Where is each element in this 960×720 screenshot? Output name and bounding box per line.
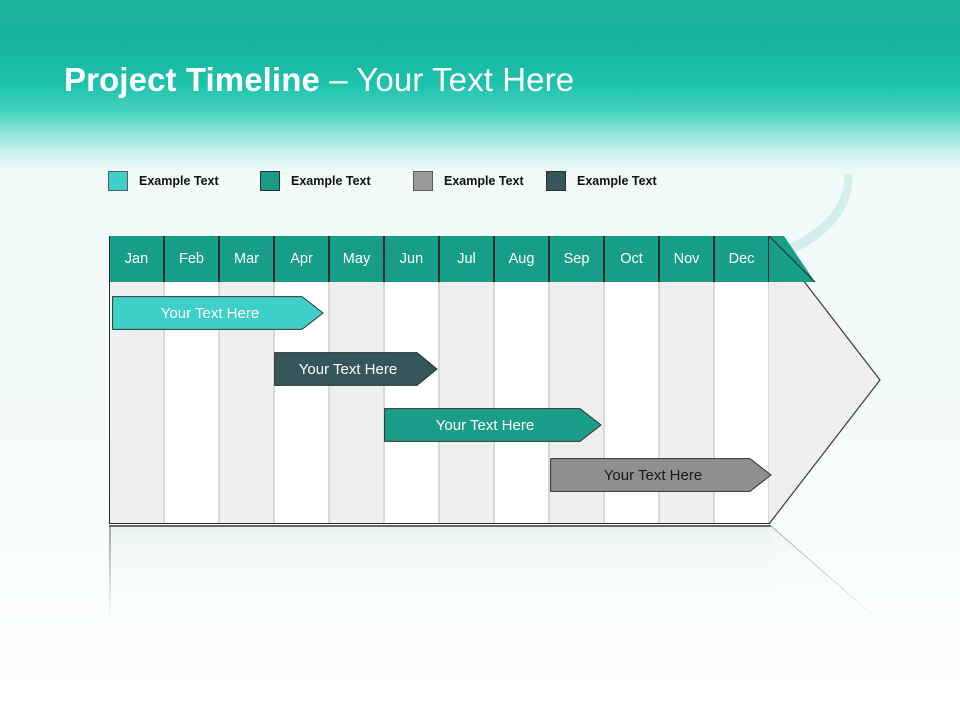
legend-label-1: Example Text: [139, 174, 219, 188]
page-title-light: – Your Text Here: [319, 61, 575, 98]
month-cell-may: [329, 282, 384, 524]
legend-label-3: Example Text: [444, 174, 524, 188]
legend-swatch-3: [413, 171, 433, 191]
timeline-arrow-shape: [109, 236, 884, 525]
month-header-apr: Apr: [274, 236, 329, 282]
month-column-jul[interactable]: Jul: [439, 236, 494, 524]
legend-swatch-2: [260, 171, 280, 191]
month-header-mar: Mar: [219, 236, 274, 282]
month-grid: Jan Feb Mar Apr May Jun Jul Aug Sep Oct …: [109, 236, 769, 524]
header-gradient-band: [0, 0, 960, 178]
month-cell-apr: [274, 282, 329, 524]
month-column-jan[interactable]: Jan: [109, 236, 164, 524]
month-header-jul: Jul: [439, 236, 494, 282]
month-column-aug[interactable]: Aug: [494, 236, 549, 524]
month-cell-aug: [494, 282, 549, 524]
legend-swatch-1: [108, 171, 128, 191]
legend-item-1[interactable]: Example Text: [108, 170, 219, 192]
month-cell-nov: [659, 282, 714, 524]
month-cell-jul: [439, 282, 494, 524]
month-column-mar[interactable]: Mar: [219, 236, 274, 524]
legend-item-3[interactable]: Example Text: [413, 170, 524, 192]
page-title: Project Timeline – Your Text Here: [64, 58, 574, 102]
month-cell-jun: [384, 282, 439, 524]
month-header-feb: Feb: [164, 236, 219, 282]
month-column-feb[interactable]: Feb: [164, 236, 219, 524]
month-cell-dec: [714, 282, 769, 524]
task-bar-2[interactable]: Your Text Here: [274, 352, 438, 386]
month-header-may: May: [329, 236, 384, 282]
legend: Example Text Example Text Example Text E…: [108, 170, 908, 194]
month-header-oct: Oct: [604, 236, 659, 282]
legend-item-2[interactable]: Example Text: [260, 170, 371, 192]
month-header-sep: Sep: [549, 236, 604, 282]
legend-swatch-4: [546, 171, 566, 191]
month-cell-feb: [164, 282, 219, 524]
month-cell-mar: [219, 282, 274, 524]
page-title-strong: Project Timeline: [64, 61, 320, 98]
legend-label-4: Example Text: [577, 174, 657, 188]
month-cell-oct: [604, 282, 659, 524]
month-header-aug: Aug: [494, 236, 549, 282]
month-header-dec: Dec: [714, 236, 769, 282]
task-bar-4[interactable]: Your Text Here: [550, 458, 772, 492]
legend-label-2: Example Text: [291, 174, 371, 188]
month-header-jun: Jun: [384, 236, 439, 282]
task-bar-1[interactable]: Your Text Here: [112, 296, 324, 330]
legend-item-4[interactable]: Example Text: [546, 170, 657, 192]
task-bar-3[interactable]: Your Text Here: [384, 408, 602, 442]
month-header-nov: Nov: [659, 236, 714, 282]
month-header-jan: Jan: [109, 236, 164, 282]
month-cell-sep: [549, 282, 604, 524]
